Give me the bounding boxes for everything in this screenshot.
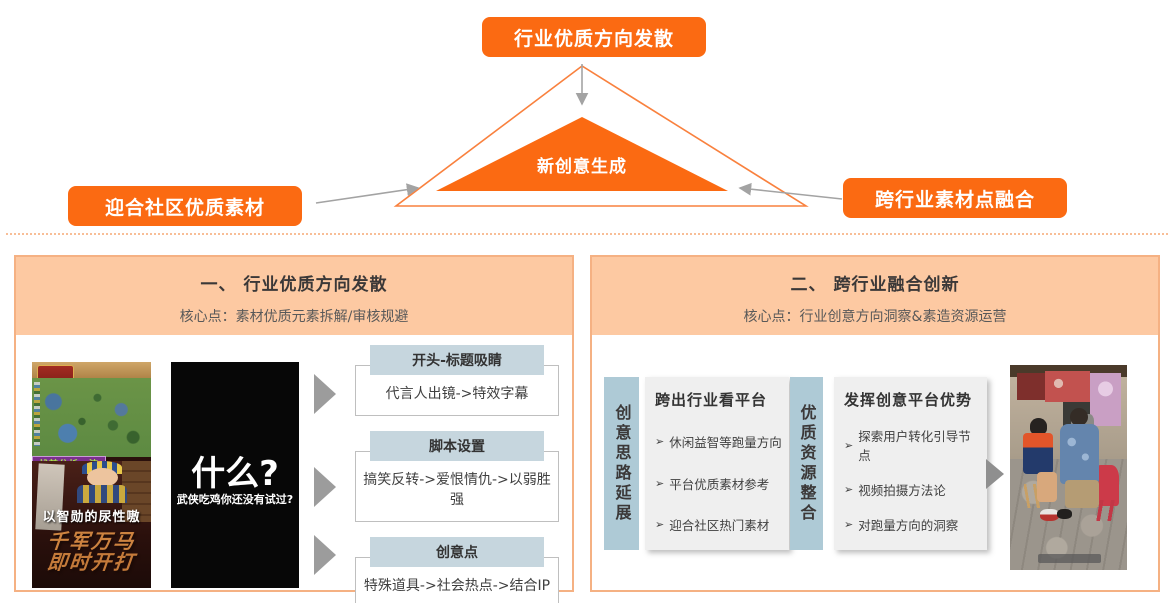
bullet-icon: ➢: [655, 476, 665, 490]
bullet-text: 休闲益智等跑量方向: [669, 435, 782, 451]
bullet-text: 对跑量方向的洞察: [858, 518, 959, 533]
pyramid-center-label: 新创意生成: [537, 157, 627, 177]
bullet-icon: ➢: [844, 518, 854, 531]
bullet-text: 迎合社区热门素材: [669, 517, 770, 533]
panel-two-title: 二、 跨行业融合创新: [790, 275, 960, 295]
bullet-item: ➢ 探索用户转化引导节点: [844, 426, 983, 464]
photo-laundry: [1045, 371, 1090, 402]
game-ui-icons: [34, 382, 41, 446]
group-idea: 创意点 特殊道具->社会热点->结合IP: [355, 537, 559, 603]
video2-subtitle: 武侠吃鸡你还没有试过?: [176, 492, 294, 506]
video2-title: 什么?: [191, 453, 279, 494]
bullet-text: 视频拍摄方法论: [858, 483, 946, 498]
panel-one-header: 一、 行业优质方向发散 核心点：素材优质元素拆解/审核规避: [16, 257, 572, 335]
arrow-right-icon: [986, 459, 1004, 489]
group-body: 搞笑反转->爱恨情仇->以弱胜强: [355, 451, 559, 522]
arrow-right-inward: [738, 182, 843, 200]
bullet-icon: ➢: [844, 483, 854, 496]
panel-two-subtitle: 核心点：行业创意方向洞察&素造资源运营: [743, 309, 1007, 325]
group-opening: 开头-标题吸睛 代言人出镜->特效字幕: [355, 345, 559, 416]
bullet-item: ➢ 迎合社区热门素材: [655, 515, 785, 534]
bullet-item: ➢ 视频拍摄方法论: [844, 480, 983, 499]
creative-element-groups: 开头-标题吸睛 代言人出镜->特效字幕 脚本设置 搞笑反转->爱恨情仇->以弱胜…: [355, 345, 559, 603]
group-header: 脚本设置: [370, 431, 544, 461]
panel-two-header: 二、 跨行业融合创新 核心点：行业创意方向洞察&素造资源运营: [592, 257, 1158, 335]
bullet-icon: ➢: [655, 517, 665, 531]
bullet-item: ➢ 平台优质素材参考: [655, 474, 785, 493]
vertical-tab-idea-extension: 创意思路延展: [604, 377, 639, 550]
dotted-divider: [6, 233, 1168, 235]
pyramid-right-label: 跨行业素材点融合: [843, 178, 1067, 218]
photo-street-interview: [1010, 365, 1127, 570]
panel-one: 一、 行业优质方向发散 核心点：素材优质元素拆解/审核规避 战前分析一波 以智勋…: [14, 255, 574, 603]
video-thumbnail-titlecard: 什么? 武侠吃鸡你还没有试过?: [171, 362, 299, 588]
box-cross-industry: 跨出行业看平台 ➢ 休闲益智等跑量方向 ➢ 平台优质素材参考 ➢ 迎合社区热门素…: [645, 377, 789, 550]
panel-two: 二、 跨行业融合创新 核心点：行业创意方向洞察&素造资源运营 创意思路延展 跨出…: [590, 255, 1160, 592]
photo-person-right-shoe: [1056, 508, 1072, 519]
shelf-shape: [122, 461, 151, 523]
stream-scene: [32, 461, 151, 588]
bullet-item: ➢ 休闲益智等跑量方向: [655, 432, 785, 451]
photo-laundry: [1017, 373, 1048, 400]
video1-caption: 以智勋的尿性嗷: [42, 509, 141, 525]
bullet-text: 探索用户转化引导节点: [858, 429, 971, 463]
arrow-left-inward: [315, 183, 420, 204]
bullet-icon: ➢: [655, 435, 665, 449]
game-map-image: [32, 377, 151, 457]
photo-person-left-sneaker: [1040, 508, 1060, 521]
video1-title-line2: 即时开打: [46, 550, 137, 575]
box-header: 发挥创意平台优势: [844, 391, 973, 409]
group-header: 创意点: [370, 537, 544, 567]
pyramid-top-label: 行业优质方向发散: [482, 17, 706, 57]
streamer-body: [77, 485, 128, 504]
bullet-item: ➢ 对跑量方向的洞察: [844, 515, 983, 534]
box-platform-advantage: 发挥创意平台优势 ➢ 探索用户转化引导节点 ➢ 视频拍摄方法论 ➢ 对跑量方向的…: [834, 377, 987, 550]
triangle-outline: [393, 65, 809, 207]
streamer-face: [86, 467, 118, 487]
group-script: 脚本设置 搞笑反转->爱恨情仇->以弱胜强: [355, 431, 559, 522]
photo-person-right-shirt: [1060, 424, 1099, 484]
bullet-icon: ➢: [844, 438, 854, 452]
photo-red-chair-legs: [1095, 500, 1117, 521]
photo-laundry: [1089, 373, 1122, 427]
pyramid-diagram: [315, 64, 843, 207]
arrow-right-icon: [314, 535, 336, 575]
pyramid-left-label: 迎合社区优质素材: [68, 186, 302, 226]
photo-person-right-head: [1069, 408, 1089, 427]
arrow-right-icon: [314, 374, 336, 414]
arrow-right-icon: [314, 467, 336, 507]
photo-caption-strip: [1038, 553, 1102, 563]
photo-stool: [1024, 483, 1041, 509]
photo-person-left-head: [1029, 418, 1048, 435]
panel-one-title: 一、 行业优质方向发散: [200, 275, 388, 295]
photo-person-right-pants: [1064, 479, 1099, 509]
triangle-filled: [436, 117, 728, 191]
photo-person-left-vest: [1022, 432, 1054, 474]
panel-one-subtitle: 核心点：素材优质元素拆解/审核规避: [179, 309, 409, 325]
vertical-tab-resource-integration: 优质资源整合: [790, 377, 823, 550]
group-header: 开头-标题吸睛: [370, 345, 544, 375]
video-thumbnail-game: 战前分析一波 以智勋的尿性嗷 千军万马 即时开打: [32, 362, 151, 588]
photo-person-left-legs: [1036, 471, 1057, 503]
box-header: 跨出行业看平台: [655, 391, 768, 409]
bullet-text: 平台优质素材参考: [669, 476, 770, 492]
